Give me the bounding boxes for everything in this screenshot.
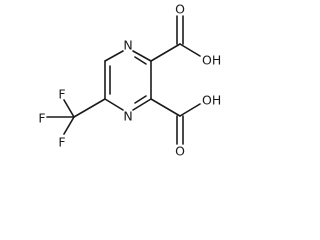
atom-label-f-left: F	[38, 111, 45, 126]
bond-ring-to-cf3	[73, 98, 106, 118]
bond-ring-to-cooh-bottom	[150, 98, 181, 117]
atom-label-n-bottom: N	[123, 109, 132, 124]
atom-label-oh-top: OH	[202, 53, 221, 68]
atom-label-o-bottom-carbonyl: O	[175, 144, 185, 159]
bond-ring-top-right-2	[134, 56, 147, 65]
bond-ring-bottom-right-2	[134, 95, 147, 104]
atom-label-oh-bottom: OH	[202, 93, 221, 108]
chemical-structure-diagram: N N O OH OH O F F F	[38, 2, 221, 159]
atom-label-n-top: N	[123, 38, 132, 53]
bond-ring-bottom-right-1	[132, 98, 152, 111]
bond-cf3-bottom	[63, 116, 75, 135]
atom-label-f-top: F	[58, 87, 65, 102]
bond-layer	[46, 15, 201, 145]
atom-label-o-top-carbonyl: O	[175, 2, 185, 17]
atom-label-layer: N N O OH OH O F F F	[38, 2, 221, 159]
bond-cf3-top	[63, 99, 75, 118]
atom-label-f-bottom: F	[58, 135, 65, 150]
bond-ring-top-left	[104, 50, 124, 62]
bond-ring-to-cooh-top	[150, 43, 181, 62]
bond-cooh-top-hydroxyl	[179, 43, 201, 57]
bond-ring-bottom-left	[104, 98, 124, 111]
bond-cooh-bottom-hydroxyl	[179, 103, 201, 117]
bond-ring-top-right-1	[132, 50, 152, 62]
